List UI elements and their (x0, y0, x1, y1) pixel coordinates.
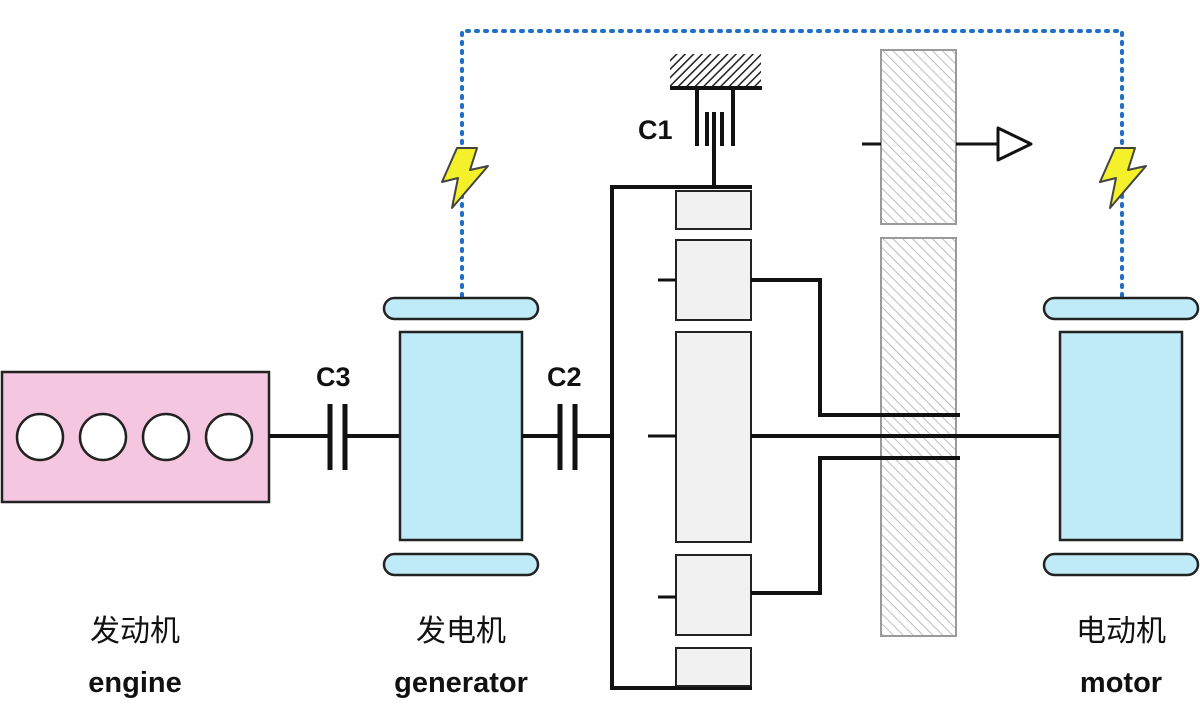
generator-label-en: generator (394, 667, 528, 699)
brake-ground-icon (670, 54, 761, 86)
engine-label-zh: 发动机 (90, 614, 180, 649)
carrier-sleeve-upper (751, 278, 960, 417)
output-arrow-icon (996, 126, 1033, 162)
lightning-icon (441, 147, 489, 209)
ring-gear-top (675, 190, 752, 230)
ring-gear-bottom (675, 647, 752, 687)
clutch-c1 (695, 88, 735, 146)
electric-link-line (460, 29, 1124, 298)
planet-gear-lower (675, 554, 752, 636)
planetary-carrier-frame (610, 185, 752, 690)
engine-cylinder (141, 412, 191, 462)
engine-label-en: engine (88, 667, 181, 699)
engine-block (0, 370, 271, 504)
generator-unit (382, 296, 540, 577)
motor-unit (1042, 296, 1200, 577)
motor-label-en: motor (1080, 667, 1162, 699)
engine-cylinder (15, 412, 65, 462)
clutch-c3-label: C3 (316, 362, 351, 392)
clutch-c2-label: C2 (547, 362, 582, 392)
carrier-sleeve-lower (751, 456, 960, 595)
engine-cylinder (78, 412, 128, 462)
planet-gear-upper (675, 239, 752, 321)
output-gear-upper (880, 49, 957, 225)
motor-label-zh: 电动机 (1076, 614, 1166, 649)
generator-label-zh: 发电机 (416, 614, 506, 649)
lightning-icon (1099, 147, 1147, 209)
clutch-c3 (327, 404, 348, 470)
clutch-c2 (557, 404, 578, 470)
engine-cylinder (204, 412, 254, 462)
clutch-c1-label: C1 (638, 115, 673, 145)
sun-gear (675, 331, 752, 543)
